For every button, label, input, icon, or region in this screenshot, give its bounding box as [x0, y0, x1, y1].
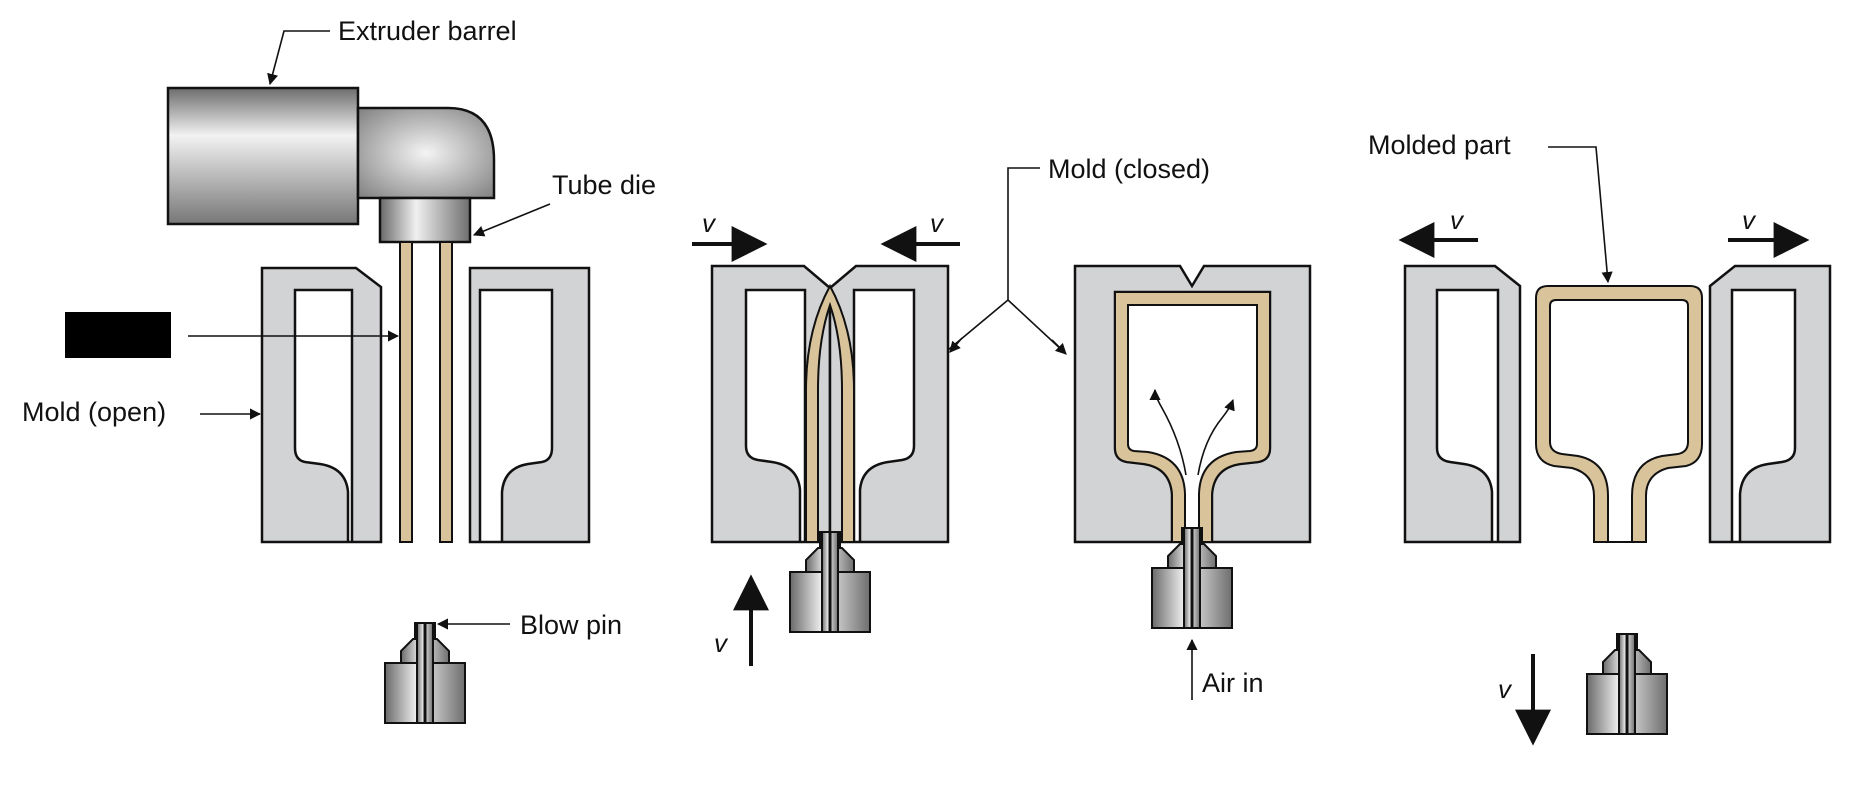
- mold-half-right: [468, 266, 591, 544]
- velocity-label: v: [1498, 674, 1511, 704]
- label-mold-closed: Mold (closed): [1048, 154, 1211, 184]
- blow-pin: [383, 621, 467, 725]
- molded-part: [1535, 285, 1703, 543]
- mold-half-left-ejected: [1403, 264, 1522, 544]
- air-flow-arrow-right: [1197, 398, 1235, 476]
- extruder-barrel: [166, 86, 360, 226]
- blow-pin-rising: [788, 530, 872, 634]
- mold-closed-right: [828, 264, 950, 544]
- mold-closed-blowing: [1073, 264, 1312, 544]
- leader-lines: [188, 30, 1613, 700]
- parison-tube: [399, 241, 453, 543]
- redaction-block: [65, 312, 171, 358]
- velocity-label: v: [930, 208, 943, 238]
- label-air-in: Air in: [1202, 668, 1264, 698]
- velocity-label: v: [1450, 205, 1463, 235]
- velocity-label: v: [714, 628, 727, 658]
- tube-die: [378, 196, 472, 244]
- air-flow-arrow-left: [1149, 388, 1187, 476]
- stage-3-blowing: [1073, 264, 1312, 630]
- leader-molded-part: [1548, 146, 1613, 284]
- stage-4-ejection: [1403, 264, 1832, 736]
- leader-tube-die: [472, 203, 551, 237]
- leader-extruder-barrel: [267, 30, 330, 86]
- pinched-parison: [805, 283, 855, 543]
- mold-half-left: [260, 266, 383, 544]
- velocity-arrows: [692, 222, 1810, 746]
- label-mold-open: Mold (open): [22, 397, 167, 427]
- leader-mold-closed: [947, 167, 1065, 353]
- extruder-elbow: [356, 106, 496, 200]
- velocity-label: v: [702, 208, 715, 238]
- label-tube-die: Tube die: [552, 170, 657, 200]
- mold-half-right-ejected: [1708, 264, 1832, 544]
- blow-pin-retracting: [1585, 632, 1669, 736]
- label-extruder-barrel: Extruder barrel: [338, 16, 517, 46]
- stage-2-mold-closing: [710, 264, 950, 634]
- label-blow-pin: Blow pin: [520, 610, 623, 640]
- leader-mold-closed-arrow-right: [1051, 339, 1067, 355]
- velocity-label: v: [1742, 205, 1755, 235]
- leader-mold-closed-arrow-left: [949, 337, 963, 353]
- label-molded-part: Molded part: [1368, 130, 1511, 160]
